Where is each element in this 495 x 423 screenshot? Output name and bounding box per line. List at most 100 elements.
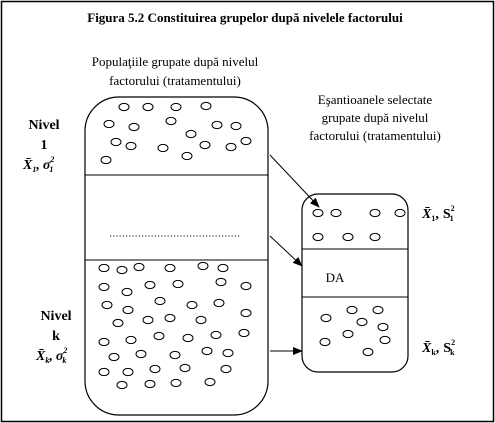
population-dot	[98, 263, 110, 273]
population-dot	[144, 280, 156, 290]
population-dot	[118, 102, 130, 112]
population-dot	[186, 300, 198, 310]
arrow-middle	[269, 235, 303, 267]
population-dot	[116, 380, 128, 390]
sample-dot	[320, 313, 332, 323]
population-dot	[154, 296, 166, 306]
population-dot	[133, 262, 145, 272]
population-dot	[165, 116, 177, 126]
population-dot	[149, 364, 161, 374]
population-dot	[103, 119, 115, 129]
population-dot	[201, 346, 213, 356]
sample-dot	[319, 337, 331, 347]
population-dot	[199, 140, 211, 150]
population-dot	[112, 318, 124, 328]
population-dot	[164, 263, 176, 273]
sample-dot	[342, 232, 354, 242]
sample-dot	[362, 347, 374, 357]
population-dot	[222, 348, 234, 358]
population-dot	[182, 333, 194, 343]
population-dot	[125, 335, 137, 345]
population-dot	[108, 352, 120, 362]
population-dot	[110, 137, 122, 147]
population-dot	[230, 121, 242, 131]
population-dot	[164, 313, 176, 323]
population-dot	[240, 281, 252, 291]
samples-caption-line3: factorului (tratamentului)	[309, 128, 441, 143]
sample-box	[301, 193, 409, 373]
population-dot	[122, 305, 134, 315]
population-dot	[220, 364, 232, 374]
population-dot	[122, 367, 134, 377]
population-dot	[179, 363, 191, 373]
population-dot	[170, 378, 182, 388]
population-caption-line1: Populaţiile grupate după nivelul	[92, 54, 259, 69]
population-dot	[197, 261, 209, 271]
levelk-label: Nivel	[40, 309, 71, 324]
level1-label: Nivel	[28, 118, 59, 133]
population-dot	[204, 377, 216, 387]
population-dot	[172, 279, 184, 289]
sample-dot	[369, 208, 381, 218]
population-dot	[200, 101, 212, 111]
population-dot	[101, 300, 113, 310]
population-dot	[128, 122, 140, 132]
sample-dot	[342, 329, 354, 339]
samples-caption-line1: Eşantioanele selectate	[318, 92, 433, 107]
population-dot	[170, 102, 182, 112]
sample-dot	[377, 322, 389, 332]
population-dot	[153, 331, 165, 341]
population-dots	[98, 101, 252, 390]
population-box	[84, 96, 269, 416]
level1-index: 1	[41, 138, 48, 153]
figure-title: Figura 5.2 Constituirea grupelor după ni…	[87, 10, 403, 25]
sample-dot	[379, 335, 391, 345]
population-dot	[169, 350, 181, 360]
sample-dot	[394, 208, 406, 218]
population-dot	[116, 265, 128, 275]
sample-dots	[312, 208, 406, 357]
arrow-level1	[269, 154, 320, 208]
population-caption-line2: factorului (tratamentului)	[109, 73, 241, 88]
population-dot	[225, 142, 237, 152]
population-dot	[98, 367, 110, 377]
sample-dot	[356, 317, 368, 327]
population-dot	[125, 141, 137, 151]
population-dot	[181, 151, 193, 161]
population-dot	[240, 136, 252, 146]
population-dot	[185, 129, 197, 139]
sample-middle-label: DA	[326, 270, 345, 285]
sample-dot	[312, 232, 324, 242]
levelk-index: k	[52, 329, 60, 344]
population-dot	[215, 277, 227, 287]
population-dot	[98, 337, 110, 347]
population-dot	[195, 315, 207, 325]
population-dot	[217, 263, 229, 273]
sample-dot	[346, 305, 358, 315]
population-dot	[210, 330, 222, 340]
samples-caption-line2: grupate după nivelul	[322, 110, 429, 125]
population-dot	[100, 155, 112, 165]
sample-dot	[312, 208, 324, 218]
population-dot	[135, 349, 147, 359]
sample-dot	[372, 305, 384, 315]
population-dot	[238, 328, 250, 338]
population-dot	[157, 143, 169, 153]
sample-dot	[330, 208, 342, 218]
population-dot	[240, 308, 252, 318]
population-dot	[211, 120, 223, 130]
population-dot	[213, 298, 225, 308]
population-dot	[144, 379, 156, 389]
sample-dot	[369, 232, 381, 242]
population-dot	[142, 102, 154, 112]
population-dot	[121, 287, 133, 297]
population-dot	[98, 282, 110, 292]
population-dot	[142, 315, 154, 325]
